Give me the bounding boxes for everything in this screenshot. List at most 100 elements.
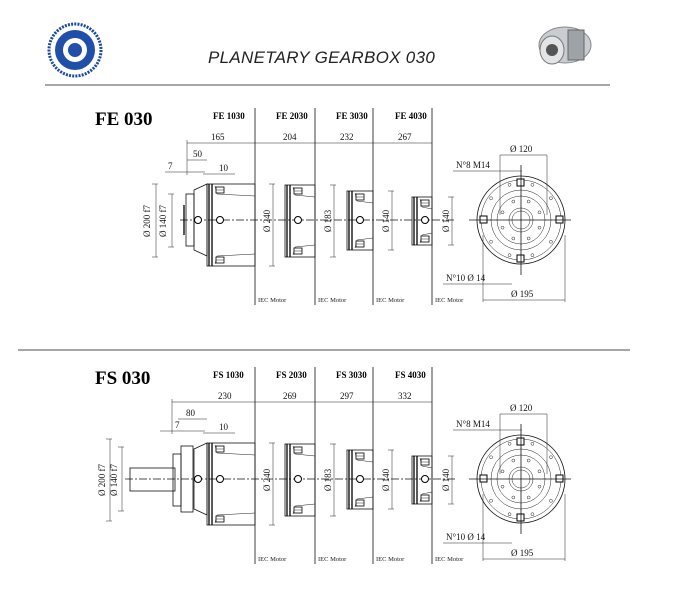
iec-motor-label: IEC Motor <box>318 556 347 563</box>
through-hole-icon <box>507 183 512 187</box>
flange-outer-diameter: Ø 195 <box>511 289 534 299</box>
flange-dim-c: 10 <box>219 163 229 173</box>
through-hole-icon <box>489 239 493 244</box>
model-header-fe-4030: FE 4030 <box>395 111 427 121</box>
length-value: 269 <box>283 391 297 401</box>
body-diameter-label: Ø 140 <box>441 209 451 232</box>
section-title: FS 030 <box>95 368 150 389</box>
through-hole-icon <box>530 253 535 257</box>
diameter-outer-label: Ø 200 f7 <box>97 464 107 496</box>
flange-inner-diameter: Ø 120 <box>510 403 533 413</box>
company-logo <box>47 22 103 78</box>
bolt-head-icon <box>194 216 202 224</box>
through-hole-icon <box>489 196 493 201</box>
threaded-hole-icon <box>511 495 516 500</box>
stage-body <box>346 449 374 510</box>
flange-end-view <box>469 424 571 534</box>
body-diameter-label: Ø 240 <box>262 209 272 232</box>
bolt-icon <box>516 437 525 446</box>
threaded-hole-icon <box>526 199 531 204</box>
product-photo <box>538 26 592 65</box>
threaded-hole-icon <box>500 484 505 489</box>
threaded-hole-icon <box>537 225 542 230</box>
through-hole-icon <box>530 512 535 516</box>
model-header-fe-3030: FE 3030 <box>336 111 368 121</box>
through-hole-icon <box>549 196 553 201</box>
bolt-head-icon <box>294 216 302 224</box>
flange-end-view <box>469 165 571 275</box>
threaded-hole-icon <box>511 236 516 241</box>
stage-body <box>206 183 256 267</box>
iec-motor-label: IEC Motor <box>258 556 287 563</box>
thread-callout: N°8 M14 <box>456 160 490 170</box>
through-hole-icon <box>530 183 535 187</box>
bolt-head-icon <box>194 475 202 483</box>
flange-inner-diameter: Ø 120 <box>510 144 533 154</box>
flange-outer-diameter: Ø 195 <box>511 548 534 558</box>
model-header-fs-3030: FS 3030 <box>336 370 367 380</box>
through-hole-icon <box>549 455 553 460</box>
output-flange <box>180 445 194 513</box>
threaded-hole-icon <box>511 199 516 204</box>
threaded-hole-icon <box>537 484 542 489</box>
body-diameter-label: Ø 140 <box>381 209 391 232</box>
flange-dim-b: 50 <box>193 149 203 159</box>
length-value: 165 <box>211 132 225 142</box>
body-diameter-label: Ø 183 <box>323 209 333 232</box>
threaded-hole-icon <box>537 469 542 474</box>
bolt-icon <box>516 178 525 187</box>
flange-dim-c: 10 <box>219 422 229 432</box>
through-hole-icon <box>507 253 512 257</box>
stage-body <box>284 184 316 258</box>
threaded-hole-icon <box>500 225 505 230</box>
through-hole-icon <box>489 498 493 503</box>
model-header-fs-1030: FS 1030 <box>213 370 244 380</box>
length-value: 267 <box>398 132 412 142</box>
bolt-head-icon <box>216 216 224 224</box>
section-title: FE 030 <box>95 109 153 130</box>
iec-motor-label: IEC Motor <box>376 297 405 304</box>
length-value: 230 <box>218 391 232 401</box>
length-value: 232 <box>340 132 354 142</box>
diameter-inner-label: Ø 140 f7 <box>158 205 168 237</box>
model-header-fe-1030: FE 1030 <box>213 111 245 121</box>
iec-motor-label: IEC Motor <box>435 297 464 304</box>
hole-callout: N°10 Ø 14 <box>446 532 486 542</box>
bolt-icon <box>516 254 525 263</box>
stage-body <box>284 443 316 517</box>
page-title: PLANETARY GEARBOX 030 <box>208 48 435 67</box>
flange-dim-a: 7 <box>168 161 173 171</box>
bolt-head-icon <box>356 216 364 224</box>
through-hole-icon <box>549 498 553 503</box>
thread-callout: N°8 M14 <box>456 419 490 429</box>
through-hole-icon <box>549 239 553 244</box>
bolt-head-icon <box>216 475 224 483</box>
diameter-inner-label: Ø 140 f7 <box>109 464 119 496</box>
bolt-icon <box>479 215 488 224</box>
iec-motor-label: IEC Motor <box>258 297 287 304</box>
hole-callout: N°10 Ø 14 <box>446 273 486 283</box>
iec-motor-label: IEC Motor <box>376 556 405 563</box>
stage-body <box>346 190 374 251</box>
body-diameter-label: Ø 183 <box>323 468 333 491</box>
threaded-hole-icon <box>511 458 516 463</box>
stage-body <box>411 196 433 246</box>
bolt-head-icon <box>356 475 364 483</box>
flange-dim-a: 7 <box>175 420 180 430</box>
through-hole-icon <box>507 512 512 516</box>
output-flange <box>172 453 182 507</box>
model-header-fe-2030: FE 2030 <box>276 111 308 121</box>
bolt-icon <box>479 474 488 483</box>
threaded-hole-icon <box>526 495 531 500</box>
threaded-hole-icon <box>526 458 531 463</box>
bolt-icon <box>555 474 564 483</box>
through-hole-icon <box>489 455 493 460</box>
threaded-hole-icon <box>526 236 531 241</box>
length-value: 297 <box>340 391 354 401</box>
model-header-fs-2030: FS 2030 <box>276 370 307 380</box>
bolt-icon <box>555 215 564 224</box>
bolt-head-icon <box>294 475 302 483</box>
bolt-head-icon <box>421 216 429 224</box>
